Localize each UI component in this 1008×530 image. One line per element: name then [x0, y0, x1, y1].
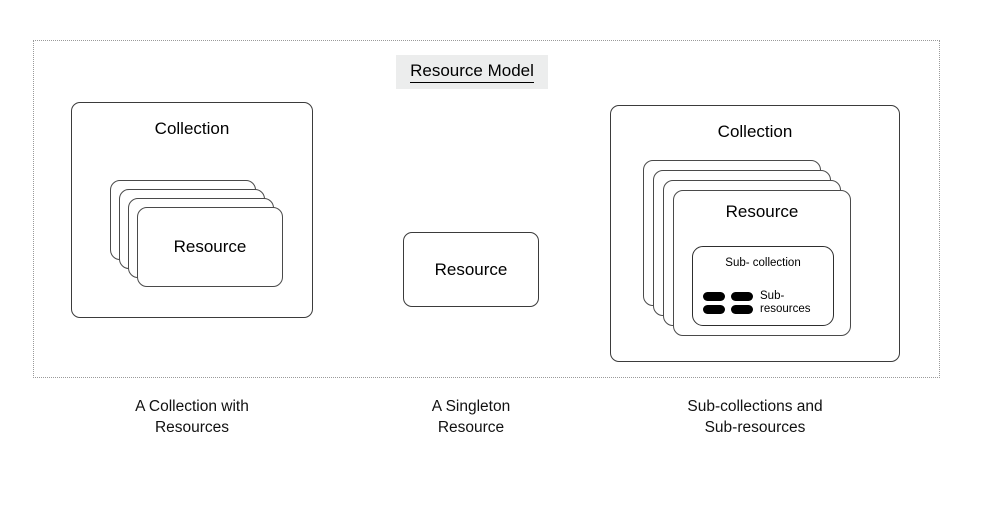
sub-resource-pill-grid [703, 292, 753, 314]
singleton-resource-label: Resource [434, 259, 508, 279]
page-title: Resource Model [410, 61, 534, 83]
caption-singleton-resource: A Singleton Resource [381, 396, 561, 438]
collection-label-right: Collection [717, 122, 793, 141]
resource-label-left: Resource [173, 237, 247, 256]
sub-collection-label: Sub- collection [725, 257, 801, 269]
caption-left-line1: A Collection with [135, 398, 249, 415]
diagram-title-banner: Resource Model [396, 55, 548, 89]
resource-card-front [137, 207, 283, 287]
caption-left-line2: Resources [154, 419, 230, 436]
sub-resource-pill [731, 305, 753, 314]
caption-right-line1: Sub-collections and [687, 398, 823, 415]
sub-resources-label-line2: resources [760, 303, 811, 315]
caption-right-line2: Sub-resources [704, 419, 806, 436]
sub-resource-pill [703, 292, 725, 301]
caption-sub-collections: Sub-collections and Sub-resources [625, 396, 885, 438]
caption-collection-with-resources: A Collection with Resources [82, 396, 302, 438]
resource-label-right: Resource [725, 202, 799, 221]
caption-middle-line2: Resource [437, 419, 505, 436]
sub-resource-pill [703, 305, 725, 314]
diagram-outer-frame [33, 40, 940, 378]
sub-resources-label: Sub- resources [760, 290, 811, 317]
sub-resource-pill [731, 292, 753, 301]
caption-middle-line1: A Singleton [431, 398, 511, 415]
singleton-resource-box [403, 232, 539, 307]
sub-resources-label-line1: Sub- [760, 289, 785, 302]
collection-label-left: Collection [154, 119, 230, 138]
sub-resources-group: Sub- resources [703, 286, 827, 320]
